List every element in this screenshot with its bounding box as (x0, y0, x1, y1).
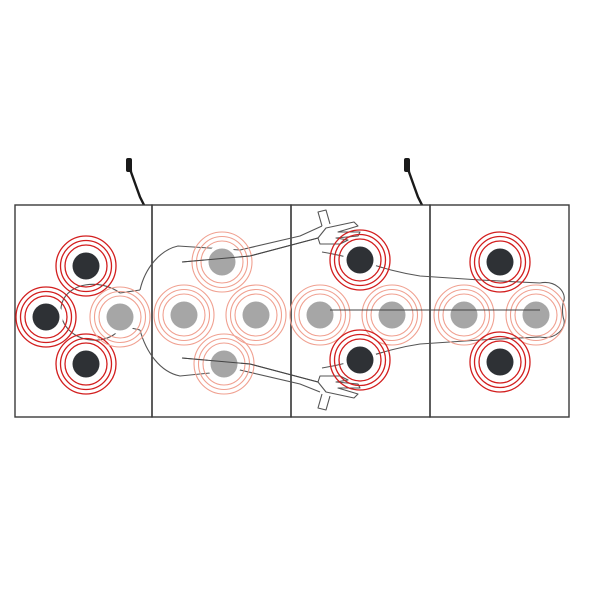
heat-ring (19, 290, 73, 344)
heat-ring (55, 333, 117, 395)
heat-zone-icon (329, 329, 391, 391)
heat-zone-core (486, 248, 514, 276)
heat-ring (200, 240, 244, 284)
heat-ring (229, 288, 283, 342)
heat-ring (329, 329, 391, 391)
heat-zone-icon (361, 284, 423, 346)
heat-zone-icon (505, 284, 567, 346)
heat-ring (162, 293, 206, 337)
heat-ring (59, 337, 113, 391)
heat-zone-icon (15, 286, 77, 348)
heat-ring (98, 295, 142, 339)
heat-ring (442, 293, 486, 337)
heat-ring (437, 288, 491, 342)
heat-zone-core (72, 252, 100, 280)
heat-ring (157, 288, 211, 342)
mat-panel-4 (429, 204, 570, 418)
heat-zone-icon (433, 284, 495, 346)
cable-plug-head (126, 158, 132, 172)
cable-left (126, 158, 146, 206)
heat-ring (298, 293, 342, 337)
heat-zone-core (378, 301, 406, 329)
heat-zone-icon (193, 333, 255, 395)
heat-zone-core (208, 248, 236, 276)
heat-ring (333, 233, 387, 287)
body-overlay-line (181, 357, 319, 383)
heat-ring (59, 239, 113, 293)
head-outline (60, 283, 123, 341)
heat-zone-icon (469, 231, 531, 293)
heat-zone-icon (55, 333, 117, 395)
heat-ring (55, 235, 117, 297)
heat-ring (191, 231, 253, 293)
heat-zone-icon (153, 284, 215, 346)
heat-ring (193, 333, 255, 395)
body-overlay-lines (181, 237, 540, 383)
cable-right (404, 158, 424, 206)
heat-ring (365, 288, 419, 342)
heat-zone-icon (289, 284, 351, 346)
heat-zone-icon (191, 231, 253, 293)
heat-zones (15, 229, 567, 395)
heat-ring (333, 333, 387, 387)
hand-top-thumb (317, 209, 331, 227)
heat-ring (293, 288, 347, 342)
heat-ring (64, 244, 108, 288)
heat-zone-core (170, 301, 198, 329)
heat-ring (361, 284, 423, 346)
heat-zone-core (32, 303, 60, 331)
heat-zone-icon (225, 284, 287, 346)
heat-zone-core (106, 303, 134, 331)
body-overlay-line (181, 237, 319, 263)
heat-zone-core (306, 301, 334, 329)
heat-ring (469, 231, 531, 293)
heat-zone-core (486, 348, 514, 376)
heat-ring (234, 293, 278, 337)
heat-zone-icon (469, 331, 531, 393)
heat-zone-core (346, 246, 374, 274)
heat-ring (15, 286, 77, 348)
heat-ring (509, 288, 563, 342)
hand-bottom-thumb (317, 393, 331, 411)
heat-zone-core (450, 301, 478, 329)
heat-ring (469, 331, 531, 393)
torso-lower-edge (321, 336, 541, 369)
heat-zone-core (522, 301, 550, 329)
heat-zone-icon (329, 229, 391, 291)
heat-ring (478, 340, 522, 384)
heat-ring (370, 293, 414, 337)
heat-zone-core (242, 301, 270, 329)
heat-zone-icon (55, 235, 117, 297)
neck-outline (119, 289, 141, 294)
mat-panels (14, 204, 570, 418)
feet-outline (539, 281, 565, 339)
heat-ring (89, 286, 151, 348)
heat-ring (195, 235, 249, 289)
heat-ring (473, 335, 527, 389)
heat-zone-core (210, 350, 238, 378)
heat-ring (473, 235, 527, 289)
heat-ring (329, 229, 391, 291)
heat-zone-icon (89, 286, 151, 348)
heat-ring (153, 284, 215, 346)
heat-zone-core (72, 350, 100, 378)
heat-ring (514, 293, 558, 337)
heat-ring (478, 240, 522, 284)
heat-ring (24, 295, 68, 339)
heat-ring (289, 284, 351, 346)
heat-zone-core (346, 346, 374, 374)
heat-ring (505, 284, 567, 346)
heat-ring (433, 284, 495, 346)
heat-ring (93, 290, 147, 344)
torso-upper-edge (321, 251, 541, 284)
heat-ring (338, 338, 382, 382)
heat-ring (225, 284, 287, 346)
heat-ring (64, 342, 108, 386)
cable-plug-head (404, 158, 410, 172)
heat-ring (338, 238, 382, 282)
